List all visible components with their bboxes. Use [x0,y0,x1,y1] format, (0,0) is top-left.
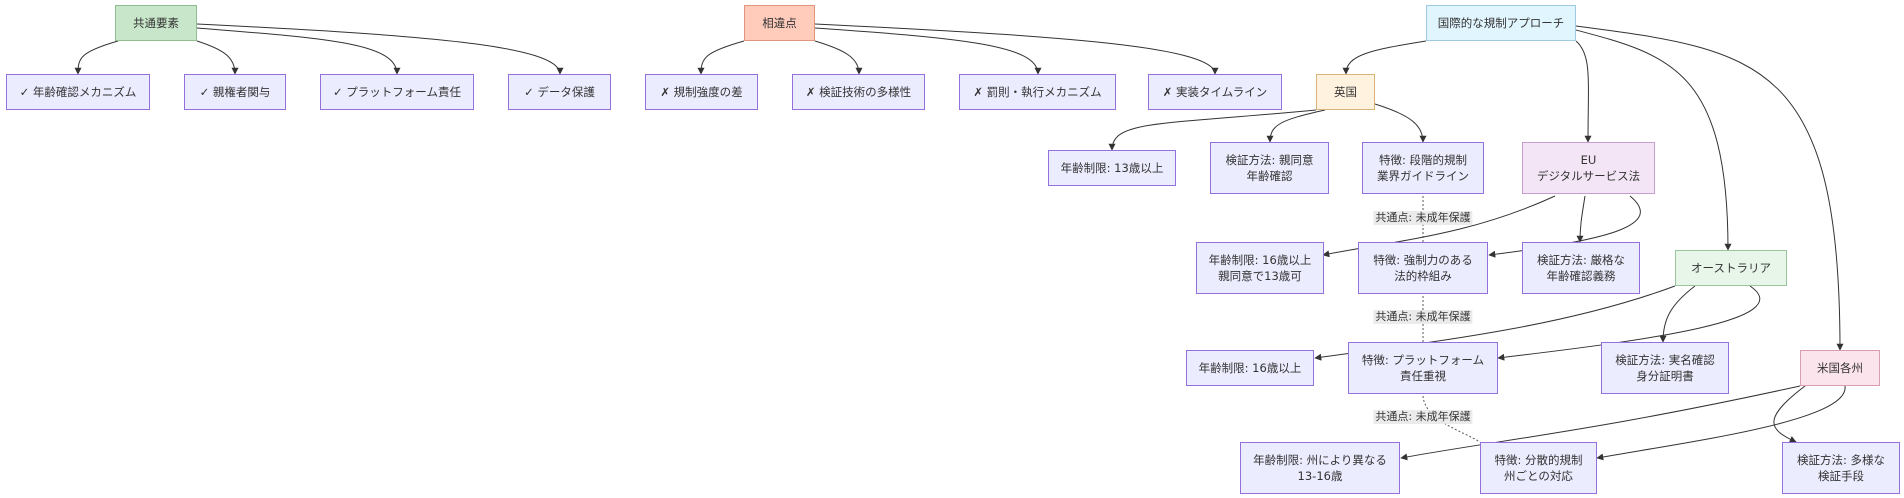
edge-uk-feat [1374,103,1427,143]
edge-eu-age [1322,195,1556,258]
edge-label-common-minor-protection-2: 共通点: 未成年保護 [1373,310,1473,324]
edge-au-feat [1497,285,1761,361]
diff-item-regulation-strength: ✗ 規制強度の差 [645,74,758,110]
edge-diff-d3 [814,27,1042,75]
australia-age-limit: 年齢制限: 16歳以上 [1186,350,1314,386]
diff-item-verification-diversity: ✗ 検証技術の多様性 [792,74,925,110]
eu-node: EU デジタルサービス法 [1522,142,1655,194]
common-item-age-verification: ✓ 年齢確認メカニズム [6,74,150,110]
edge-us-feat [1596,385,1846,461]
uk-feature: 特徴: 段階的規制 業界ガイドライン [1362,142,1484,194]
international-approaches-node: 国際的な規制アプローチ [1426,5,1576,41]
australia-feature: 特徴: プラットフォーム 責任重視 [1348,342,1498,394]
uk-node: 英国 [1316,74,1375,110]
uk-verification-method: 検証方法: 親同意 年齢確認 [1210,142,1329,194]
us-age-limit: 年齢制限: 州により異なる 13-16歳 [1240,442,1400,494]
diff-item-timeline: ✗ 実装タイムライン [1148,74,1282,110]
australia-verification-method: 検証方法: 実名確認 身分証明書 [1601,342,1729,394]
differences-node: 相違点 [744,5,815,41]
edge-au-ver [1659,285,1696,343]
edge-common-c3 [196,27,401,75]
edge-intl-eu [1575,40,1592,143]
common-item-parental-involvement: ✓ 親権者関与 [184,74,286,110]
common-item-data-protection: ✓ データ保護 [508,74,611,110]
uk-age-limit: 年齢制限: 13歳以上 [1048,150,1176,186]
edge-uk-ver [1266,109,1326,143]
us-verification-method: 検証方法: 多様な 検証手段 [1782,442,1900,494]
edge-diff-d1 [697,40,745,75]
edge-intl-uk [1342,40,1427,75]
us-states-node: 米国各州 [1800,350,1880,386]
edge-intl-au [1575,29,1732,251]
common-item-platform-responsibility: ✓ プラットフォーム責任 [320,74,474,110]
eu-feature: 特徴: 強制力のある 法的枠組み [1358,242,1488,294]
diff-item-penalties: ✗ 罰則・執行メカニズム [959,74,1116,110]
edge-label-common-minor-protection-1: 共通点: 未成年保護 [1373,211,1473,225]
edge-common-c2 [196,40,239,75]
eu-verification-method: 検証方法: 厳格な 年齢確認義務 [1522,242,1640,294]
edge-intl-us [1575,25,1844,351]
edge-uk-age [1108,109,1317,151]
edge-label-common-minor-protection-3: 共通点: 未成年保護 [1373,410,1473,424]
us-feature: 特徴: 分散的規制 州ごとの対応 [1480,442,1597,494]
edge-diff-d2 [814,40,863,75]
edge-common-c1 [74,40,119,75]
edge-us-age [1400,385,1801,461]
edge-diff-d4 [814,23,1219,75]
eu-age-limit: 年齢制限: 16歳以上 親同意で13歳可 [1196,242,1324,294]
australia-node: オーストラリア [1675,250,1787,286]
edge-us-ver [1773,385,1806,443]
edge-eu-ver [1576,195,1586,243]
common-elements-node: 共通要素 [115,5,197,41]
edge-common-c4 [196,23,564,75]
